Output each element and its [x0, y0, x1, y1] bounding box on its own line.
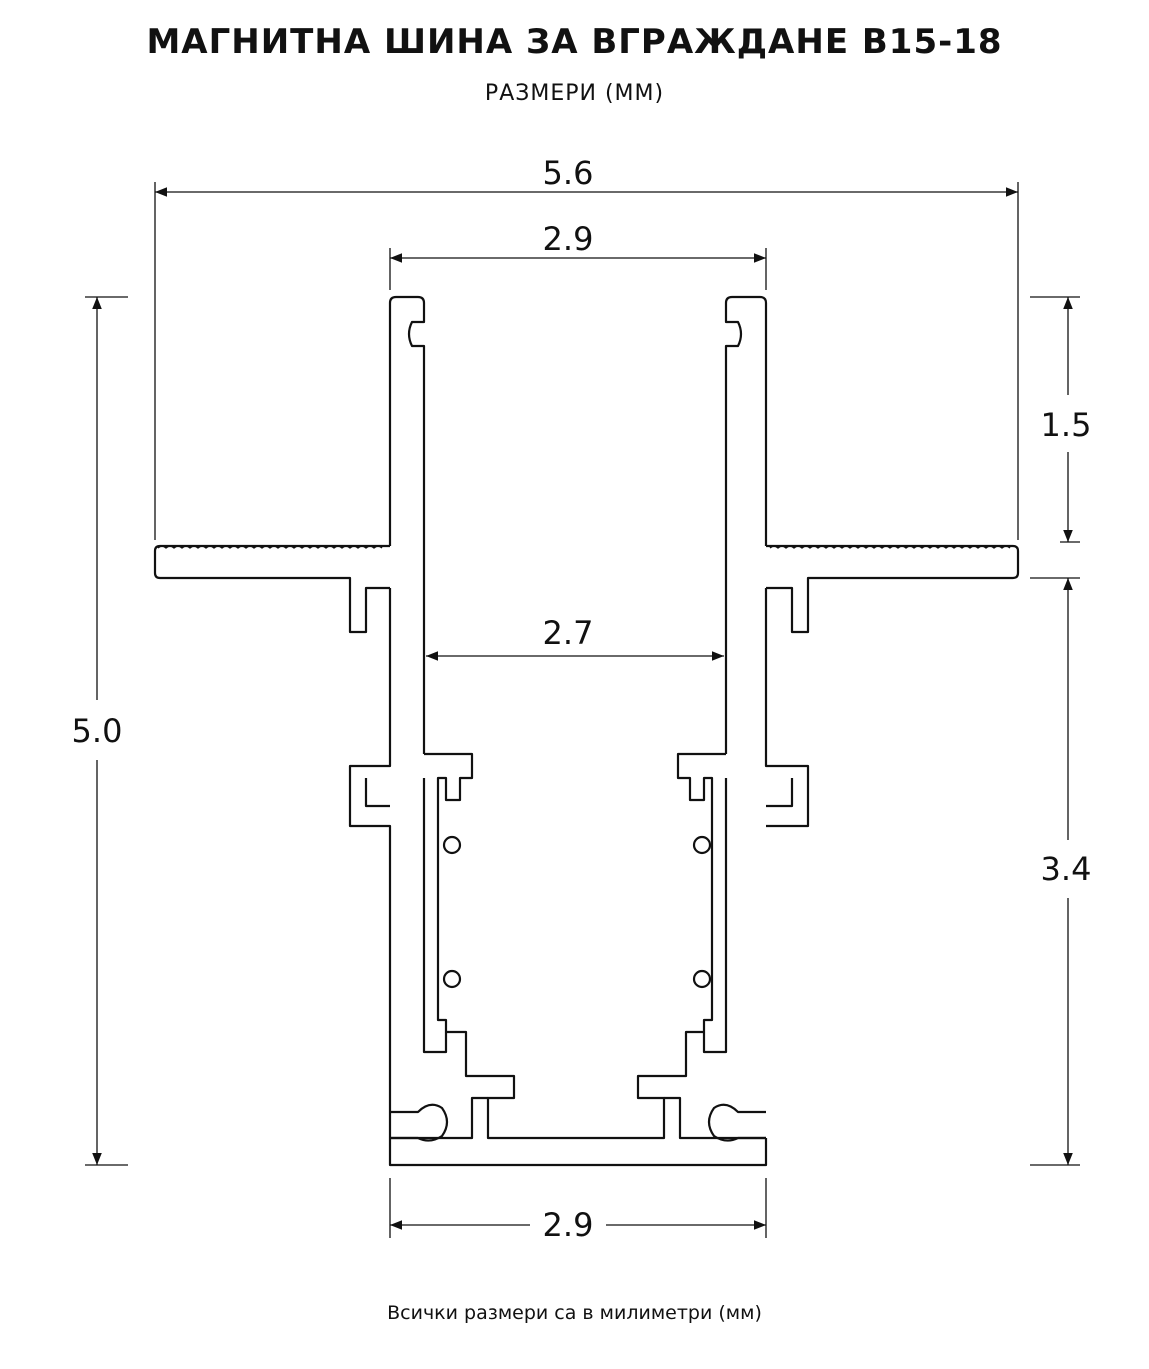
right-flange	[766, 544, 1020, 634]
profile-outline	[153, 295, 1020, 1167]
hole-right-lower	[692, 969, 712, 989]
label-overall-height: 5.0	[72, 712, 123, 750]
right-hook-outer	[766, 778, 794, 808]
label-upper-height: 1.5	[1041, 406, 1092, 444]
right-flange-serration	[769, 545, 1011, 549]
right-outer-wall	[724, 295, 768, 754]
dimension-lines	[85, 182, 1080, 1238]
label-inner-top-width: 2.9	[543, 220, 594, 258]
left-inner-gap	[422, 778, 448, 1054]
units-footnote: Всички размери са в милиметри (мм)	[387, 1302, 762, 1324]
left-flange	[153, 544, 390, 634]
left-inner-rail	[424, 752, 726, 1140]
left-flange-serration	[157, 545, 383, 549]
left-screw-channel	[390, 1103, 449, 1142]
label-inner-channel-width: 2.7	[543, 614, 594, 652]
right-lower-wall	[764, 588, 810, 828]
diagram-subtitle: РАЗМЕРИ (ММ)	[484, 81, 665, 106]
diagram-title: МАГНИТНА ШИНА ЗА ВГРАЖДАНЕ B15-18	[146, 22, 1003, 62]
left-hook-outer	[364, 778, 390, 808]
hole-left-lower	[442, 969, 462, 989]
right-screw-channel	[707, 1103, 766, 1142]
label-lower-height: 3.4	[1041, 850, 1092, 888]
right-inner-gap	[702, 778, 728, 1054]
hole-right-upper	[692, 835, 712, 855]
left-outer-wall	[388, 295, 426, 754]
bottom-inner-line	[390, 1096, 488, 1140]
dimension-labels: 5.6 2.9 2.7 2.9 5.0 1.5 3.4	[72, 154, 1092, 1244]
hole-left-upper	[442, 835, 462, 855]
label-overall-width: 5.6	[543, 154, 594, 192]
left-lower-wall	[348, 588, 768, 1167]
label-bottom-width: 2.9	[543, 1206, 594, 1244]
bottom-inner-line-right	[664, 1096, 766, 1140]
